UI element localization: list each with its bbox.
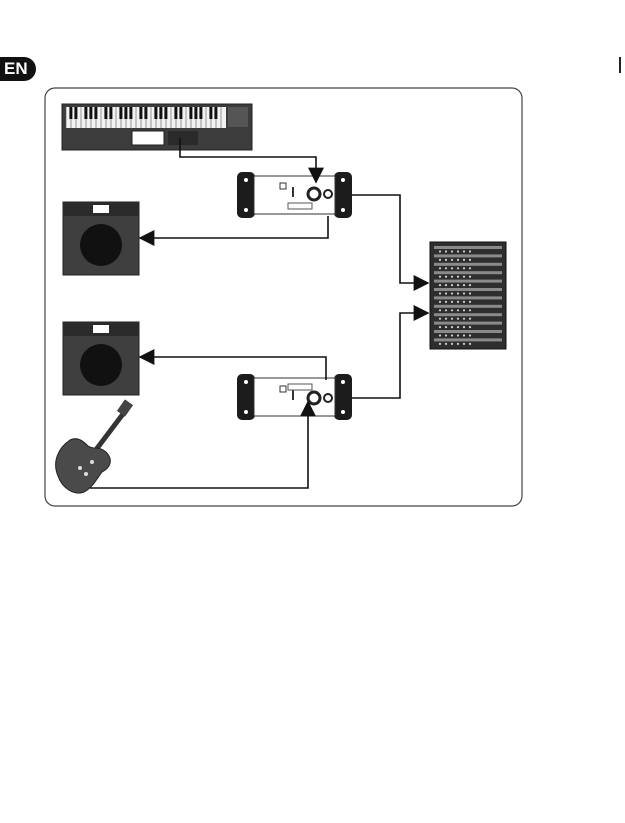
di-box-bottom-icon [237,374,352,420]
mixing-console-icon [430,242,506,349]
di-box-top-icon [237,172,352,218]
guitar-amp-icon [63,322,139,395]
keyboard-icon [62,104,252,150]
keyboard-amp-icon [63,202,139,275]
